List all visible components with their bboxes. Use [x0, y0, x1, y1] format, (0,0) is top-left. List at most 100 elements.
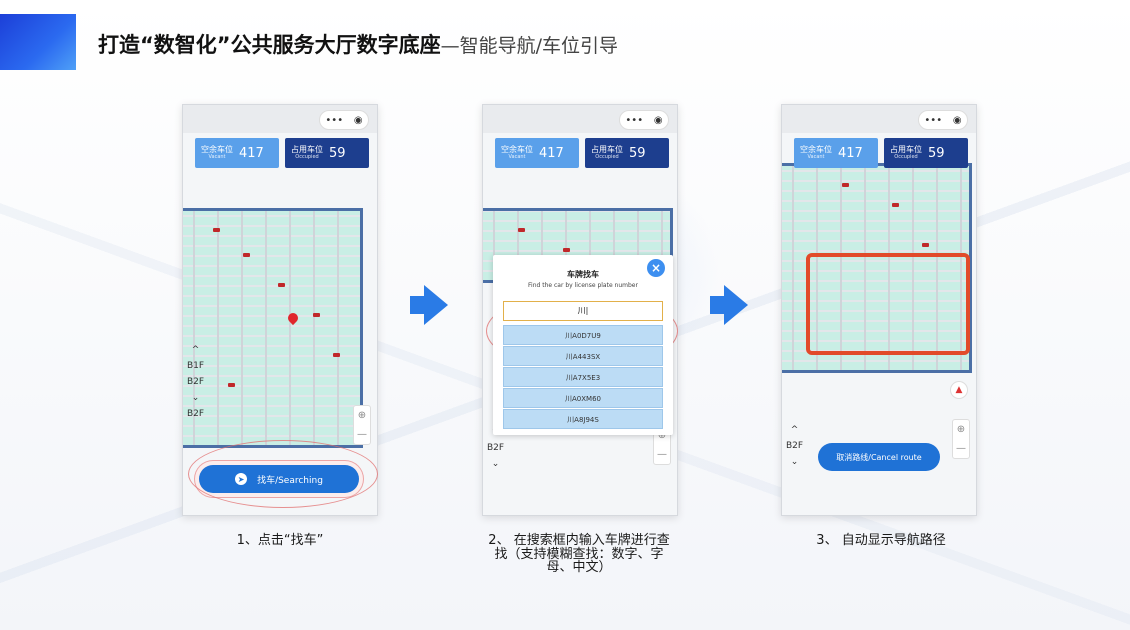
- compass-icon[interactable]: ▲: [950, 381, 968, 399]
- zoom-in-icon[interactable]: ⊕: [657, 430, 667, 441]
- floor-current[interactable]: B2F: [187, 409, 205, 419]
- cancel-route-button[interactable]: 取消路线/Cancel route: [818, 443, 940, 471]
- close-target-icon[interactable]: ◉: [353, 114, 363, 126]
- car-marker: [243, 253, 250, 257]
- more-icon[interactable]: •••: [924, 114, 943, 126]
- mini-program-topbar: ••• ◉: [183, 105, 377, 133]
- floor-current[interactable]: B2F: [487, 443, 505, 453]
- occupied-count: 59: [329, 145, 346, 161]
- more-icon[interactable]: •••: [325, 114, 344, 126]
- car-marker: [278, 283, 285, 287]
- floor-option-b2f[interactable]: B2F: [187, 377, 205, 387]
- occupied-label: 占用车位: [890, 144, 922, 154]
- capsule-menu[interactable]: ••• ◉: [619, 110, 669, 130]
- chevron-down-icon[interactable]: ⌄: [191, 393, 200, 403]
- vacant-count: 417: [539, 145, 564, 161]
- zoom-out-icon[interactable]: —: [657, 449, 667, 460]
- car-marker: [313, 313, 320, 317]
- floor-current[interactable]: B2F: [786, 441, 804, 451]
- vacant-label: 空余车位: [800, 144, 832, 154]
- close-target-icon[interactable]: ◉: [653, 114, 663, 126]
- parking-grid: [782, 163, 972, 373]
- search-car-label: 找车/Searching: [257, 475, 323, 486]
- modal-title: 车牌找车: [567, 270, 599, 279]
- vacant-label-en: Vacant: [508, 153, 526, 160]
- more-icon[interactable]: •••: [625, 114, 644, 126]
- zoom-out-icon[interactable]: —: [956, 443, 966, 454]
- vacant-count: 417: [838, 145, 863, 161]
- chevron-down-icon[interactable]: ⌄: [790, 457, 799, 467]
- vacant-label-en: Vacant: [807, 153, 825, 160]
- close-icon[interactable]: ×: [647, 259, 665, 277]
- capsule-menu[interactable]: ••• ◉: [918, 110, 968, 130]
- capsule-menu[interactable]: ••• ◉: [319, 110, 369, 130]
- vacant-label: 空余车位: [201, 144, 233, 154]
- car-marker: [228, 383, 235, 387]
- zoom-in-icon[interactable]: ⊕: [956, 424, 966, 435]
- occupied-label: 占用车位: [591, 144, 623, 154]
- car-marker: [213, 228, 220, 232]
- car-marker: [892, 203, 899, 207]
- mini-program-topbar: ••• ◉: [782, 105, 976, 133]
- occupied-label-en: Occupied: [894, 153, 918, 160]
- modal-subtitle: Find the car by license plate number: [528, 282, 638, 289]
- plate-result-item[interactable]: 川A8J94S: [503, 409, 663, 429]
- vacant-label-en: Vacant: [208, 153, 226, 160]
- chevron-down-icon[interactable]: ⌄: [491, 459, 500, 469]
- step-arrow-icon: [710, 285, 748, 325]
- plate-result-item[interactable]: 川A7X5E3: [503, 367, 663, 387]
- caption-step-1: 1、点击“找车”: [236, 533, 324, 548]
- plate-result-item[interactable]: 川A443SX: [503, 346, 663, 366]
- page-title-main: 打造“数智化”公共服务大厅数字底座: [98, 33, 441, 57]
- floor-switcher[interactable]: ^ B1F B2F ⌄ B2F: [187, 345, 204, 419]
- plate-search-input[interactable]: 川|: [503, 301, 663, 321]
- floor-option-b1f[interactable]: B1F: [187, 361, 205, 371]
- plate-result-item[interactable]: 川A0XM60: [503, 388, 663, 408]
- search-car-button[interactable]: ➤ 找车/Searching: [199, 465, 359, 493]
- plate-result-list: 川A0D7U9 川A443SX 川A7X5E3 川A0XM60 川A8J94S: [503, 325, 663, 430]
- parking-grid: [183, 208, 363, 448]
- chevron-up-icon[interactable]: ^: [191, 345, 200, 355]
- vacant-count: 417: [239, 145, 264, 161]
- navigation-route: [806, 253, 970, 355]
- zoom-out-icon[interactable]: —: [357, 429, 367, 440]
- corner-accent-block: [0, 14, 76, 70]
- plate-result-item[interactable]: 川A0D7U9: [503, 325, 663, 345]
- car-marker: [518, 228, 525, 232]
- navigation-icon: ➤: [235, 473, 248, 485]
- parking-map[interactable]: [183, 133, 377, 515]
- floor-switcher[interactable]: ^ B2F ⌄: [786, 425, 803, 467]
- car-marker: [922, 243, 929, 247]
- plate-search-modal: × 车牌找车 Find the car by license plate num…: [493, 255, 673, 435]
- occupied-label: 占用车位: [291, 144, 323, 154]
- occupied-count: 59: [928, 145, 945, 161]
- occupied-label-en: Occupied: [595, 153, 619, 160]
- page-title: 打造“数智化”公共服务大厅数字底座—智能导航/车位引导: [98, 29, 618, 59]
- car-marker: [333, 353, 340, 357]
- zoom-control[interactable]: ⊕ —: [653, 425, 671, 465]
- zoom-control[interactable]: ⊕ —: [353, 405, 371, 445]
- page-title-sub: —智能导航/车位引导: [440, 35, 619, 57]
- caption-step-3: 3、 自动显示导航路径: [816, 533, 946, 548]
- car-marker: [563, 248, 570, 252]
- chevron-up-icon[interactable]: ^: [790, 425, 799, 435]
- close-target-icon[interactable]: ◉: [952, 114, 962, 126]
- zoom-in-icon[interactable]: ⊕: [357, 410, 367, 421]
- car-marker: [842, 183, 849, 187]
- occupied-count: 59: [629, 145, 646, 161]
- mini-program-topbar: ••• ◉: [483, 105, 677, 133]
- vacant-label: 空余车位: [501, 144, 533, 154]
- zoom-control[interactable]: ⊕ —: [952, 419, 970, 459]
- step-arrow-icon: [410, 285, 448, 325]
